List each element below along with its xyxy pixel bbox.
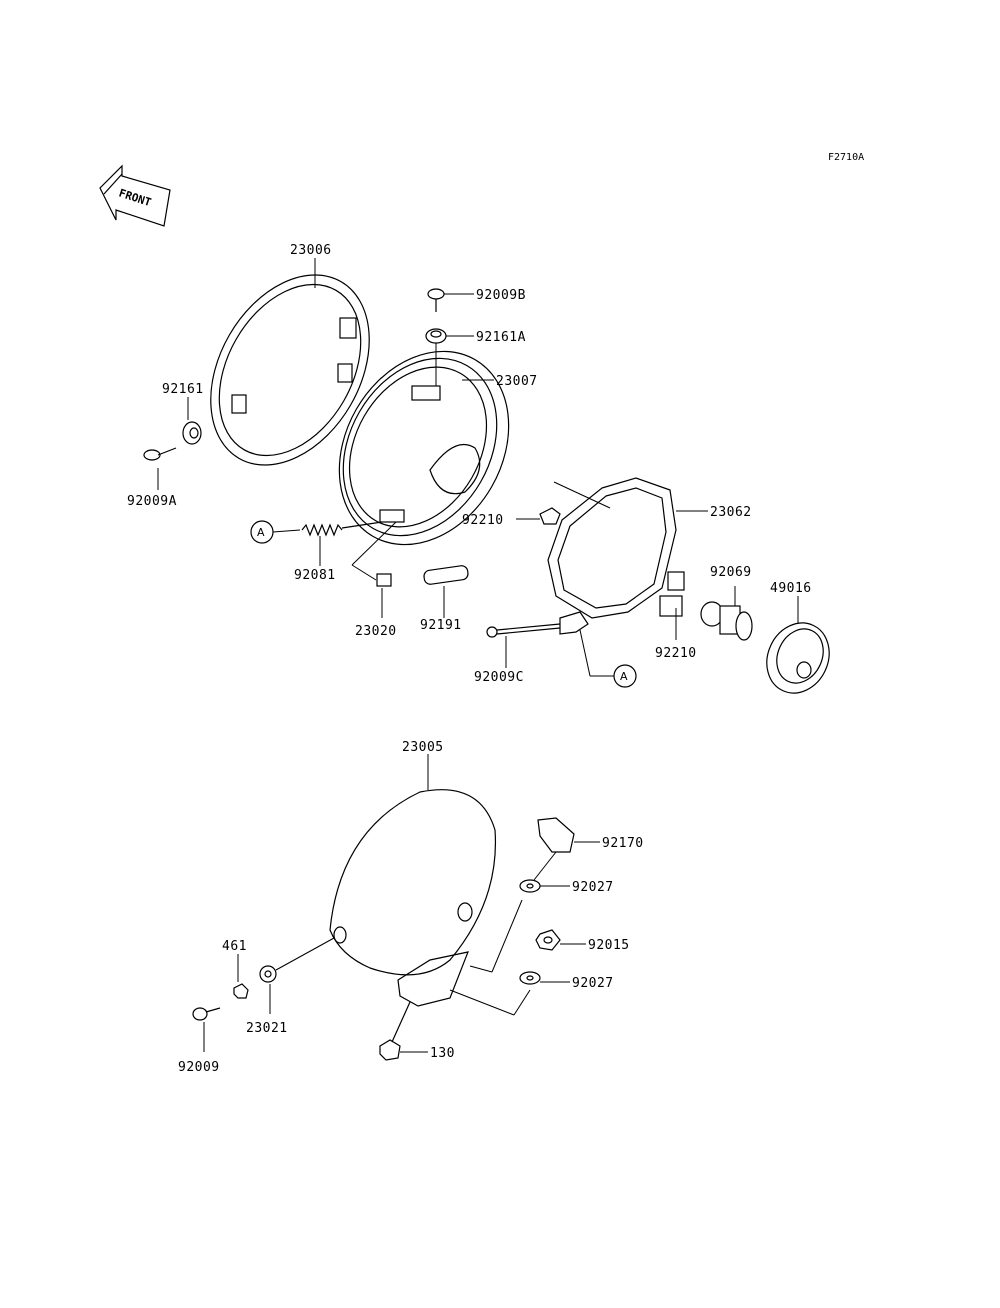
grommet-92161 <box>182 421 202 445</box>
bracket-23062 <box>547 477 685 619</box>
tube-92191 <box>423 565 469 585</box>
leader-92210-top-b <box>553 481 611 509</box>
bolt-92009C <box>486 611 589 638</box>
label-92009B: 92009B <box>476 288 526 303</box>
label-92069: 92069 <box>710 565 752 580</box>
label-23005: 23005 <box>402 740 444 755</box>
leader-23007-adjuster <box>351 521 397 566</box>
ref-marker-a-left: A <box>250 520 274 544</box>
leader-a-right <box>579 629 591 677</box>
clip-23020 <box>376 573 392 587</box>
label-92009C: 92009C <box>474 670 524 685</box>
label-92027-bottom: 92027 <box>572 976 614 991</box>
label-92081: 92081 <box>294 568 336 583</box>
label-92161: 92161 <box>162 382 204 397</box>
label-92027-top: 92027 <box>572 880 614 895</box>
screw-92009A <box>143 447 177 461</box>
label-23021: 23021 <box>246 1021 288 1036</box>
rim-ring-23006 <box>210 274 370 466</box>
leader-23021-to-body <box>275 937 335 971</box>
label-461: 461 <box>222 939 247 954</box>
label-92015: 92015 <box>588 938 630 953</box>
leader-92170-b <box>533 851 557 881</box>
svg-text:A: A <box>620 670 628 683</box>
leader-92027-top-c <box>469 965 493 973</box>
bracket-92170 <box>537 817 575 853</box>
leader-92027-bottom-c <box>449 989 515 1016</box>
ref-marker-a-right: A <box>613 664 637 688</box>
headlight-body-23005 <box>329 789 497 1007</box>
bolt-23021 <box>259 965 277 983</box>
leader-92027-bottom-b <box>513 989 531 1016</box>
label-49016: 49016 <box>770 581 812 596</box>
front-arrow-icon: FRONT <box>99 164 171 227</box>
label-23062: 23062 <box>710 505 752 520</box>
label-92210-top: 92210 <box>462 513 504 528</box>
label-92009A: 92009A <box>127 494 177 509</box>
housing-23007 <box>338 350 510 546</box>
nut-461 <box>233 983 249 999</box>
label-23020: 23020 <box>355 624 397 639</box>
label-130: 130 <box>430 1046 455 1061</box>
label-23006: 23006 <box>290 243 332 258</box>
bulb-92069 <box>700 601 753 641</box>
leader-a-left <box>272 529 301 533</box>
label-92161A: 92161A <box>476 330 526 345</box>
spring-92081 <box>301 521 383 537</box>
figure-code: F2710A <box>828 152 864 163</box>
label-23007: 23007 <box>496 374 538 389</box>
leader-92027-top-b <box>491 899 523 973</box>
dust-cover-49016 <box>766 622 830 694</box>
washer-92027-top <box>519 879 541 893</box>
nut-92015 <box>535 929 561 951</box>
label-92210-bottom: 92210 <box>655 646 697 661</box>
label-92170: 92170 <box>602 836 644 851</box>
bolt-130 <box>379 1001 411 1061</box>
screw-92009B <box>427 288 445 312</box>
clip-92210-top <box>539 507 561 525</box>
leader-23007-adjuster-b <box>351 564 377 581</box>
svg-text:A: A <box>257 526 265 539</box>
label-92191: 92191 <box>420 618 462 633</box>
screw-92009 <box>192 1007 221 1021</box>
grommet-92161A <box>425 328 447 344</box>
label-92009: 92009 <box>178 1060 220 1075</box>
washer-92027-bottom <box>519 971 541 985</box>
